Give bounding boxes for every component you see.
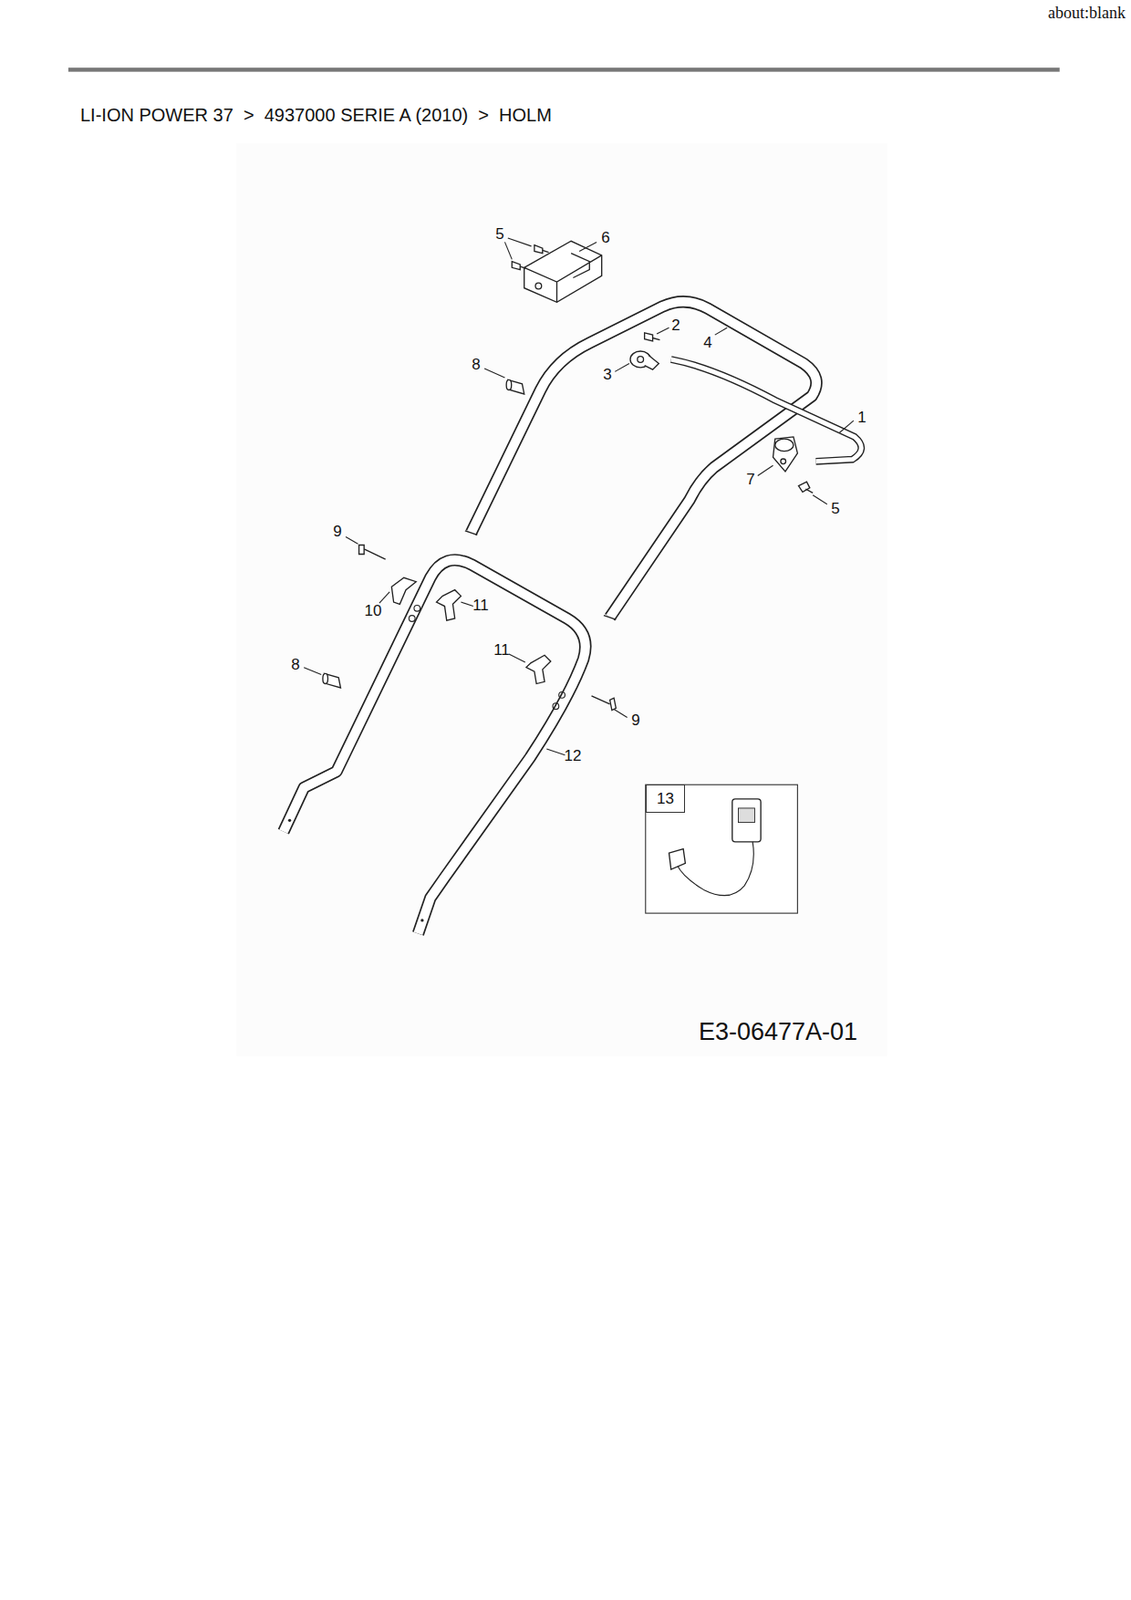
part-tag-box: 13: [645, 784, 685, 813]
breadcrumb-title: LI-ION POWER 37 > 4937000 SERIE A (2010)…: [80, 105, 552, 125]
upper-handle: [465, 301, 817, 620]
callout-number: 7: [746, 471, 755, 488]
header-rule: [68, 67, 1060, 72]
drawing-code: E3-06477A-01: [698, 1019, 858, 1045]
small-parts: [322, 240, 813, 710]
callout-number: 12: [564, 747, 582, 764]
figure-ground: [236, 143, 887, 1057]
leader-lines: [303, 238, 854, 756]
callout-number: 6: [601, 229, 610, 246]
lower-handle: [283, 560, 586, 934]
callout-number: 5: [830, 500, 840, 517]
callout-number: 10: [364, 602, 383, 619]
callout-number: 8: [290, 656, 300, 673]
callout-number: 4: [703, 334, 712, 351]
part-tag-number: 13: [656, 790, 675, 807]
callout-number: 8: [471, 356, 480, 373]
callout-number: 11: [493, 642, 510, 658]
callout-number: 2: [671, 317, 680, 333]
charger-inset: [645, 784, 799, 914]
control-cable: [671, 359, 862, 462]
callout-number: 3: [602, 366, 612, 383]
callout-number: 5: [495, 226, 504, 242]
browser-url: about:blank: [1047, 4, 1126, 21]
callout-number: 9: [332, 523, 342, 540]
callout-number: 11: [472, 597, 489, 613]
callout-number: 1: [857, 409, 866, 426]
callout-number: 9: [631, 712, 640, 728]
